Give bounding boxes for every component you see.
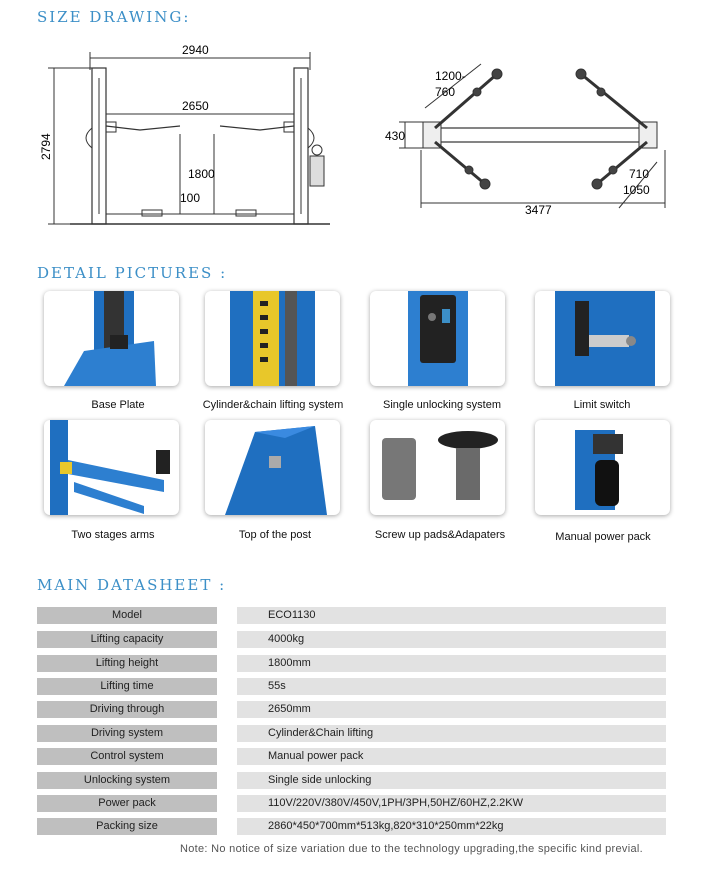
caption-base-plate: Base Plate — [91, 399, 145, 411]
top-view-drawing: 1200- 760 430 710 1050 3477 — [385, 63, 666, 217]
dim-overall-length: 3477 — [525, 203, 552, 217]
section-title-main-datasheet: MAIN DATASHEET : — [37, 576, 227, 594]
caption-single-unlocking: Single unlocking system — [382, 399, 501, 411]
limit-switch-illustration — [555, 291, 655, 386]
datasheet-label-unlocking-system: Unlocking system — [37, 772, 217, 789]
datasheet-value-lifting-time: 55s — [237, 678, 666, 695]
base-plate-illustration — [64, 291, 156, 386]
photo-cylinder-chain — [205, 291, 340, 386]
dim-arm-long-min: 760 — [435, 85, 455, 99]
photo-manual-power-pack — [535, 420, 670, 515]
photo-base-plate — [44, 291, 179, 386]
dim-width-inner: 2650 — [182, 99, 209, 113]
caption-limit-switch: Limit switch — [573, 399, 631, 411]
datasheet-value-driving-system: Cylinder&Chain lifting — [237, 725, 666, 742]
datasheet-label-driving-through: Driving through — [37, 701, 217, 718]
dim-arm-long: 1200- — [435, 69, 466, 83]
photo-limit-switch — [535, 291, 670, 386]
section-title-detail-pictures: DETAIL PICTURES : — [37, 264, 228, 282]
dim-arm-short-max: 1050 — [623, 183, 650, 197]
datasheet-value-unlocking-system: Single side unlocking — [237, 772, 666, 789]
section-title-size-drawing: SIZE DRAWING: — [37, 8, 191, 26]
caption-top-of-post: Top of the post — [238, 529, 312, 541]
photo-top-of-post — [205, 420, 340, 515]
dim-base-width: 430 — [385, 129, 405, 143]
footnote: Note: No notice of size variation due to… — [180, 843, 643, 855]
datasheet-value-driving-through: 2650mm — [237, 701, 666, 718]
datasheet-label-model: Model — [37, 607, 217, 624]
unlocking-illustration — [408, 291, 468, 386]
datasheet-value-lifting-height: 1800mm — [237, 655, 666, 672]
two-stage-arms-illustration — [50, 420, 170, 515]
power-pack-illustration — [575, 430, 623, 510]
caption-screw-up-pads: Screw up pads&Adapaters — [374, 529, 506, 541]
datasheet-value-model: ECO1130 — [237, 607, 666, 624]
datasheet-label-packing-size: Packing size — [37, 818, 217, 835]
photo-two-stage-arms — [44, 420, 179, 515]
datasheet-label-lifting-time: Lifting time — [37, 678, 217, 695]
cylinder-chain-illustration — [230, 291, 315, 386]
caption-two-stage-arms: Two stages arms — [71, 529, 155, 541]
datasheet-value-power-pack: 110V/220V/380V/450V,1PH/3PH,50HZ/60HZ,2.… — [237, 795, 666, 812]
photo-screw-up-pads — [370, 420, 505, 515]
dim-min-height: 100 — [180, 191, 200, 205]
caption-cylinder-chain: Cylinder&chain lifting system — [202, 399, 344, 411]
dim-height: 2794 — [39, 133, 53, 160]
datasheet-value-lifting-capacity: 4000kg — [237, 631, 666, 648]
datasheet-value-packing-size: 2860*450*700mm*513kg,820*310*250mm*22kg — [237, 818, 666, 835]
photo-single-unlocking — [370, 291, 505, 386]
datasheet-label-driving-system: Driving system — [37, 725, 217, 742]
screw-pads-illustration — [382, 431, 498, 500]
datasheet-label-lifting-capacity: Lifting capacity — [37, 631, 217, 648]
datasheet-value-control-system: Manual power pack — [237, 748, 666, 765]
front-elevation-drawing: 2940 2650 1800 100 2794 — [39, 43, 330, 225]
top-of-post-illustration — [225, 426, 327, 515]
dim-width-top: 2940 — [182, 43, 209, 57]
datasheet-label-control-system: Control system — [37, 748, 217, 765]
datasheet-label-lifting-height: Lifting height — [37, 655, 217, 672]
datasheet-label-power-pack: Power pack — [37, 795, 217, 812]
caption-manual-power-pack: Manual power pack — [555, 531, 651, 543]
dim-lift-height: 1800 — [188, 167, 215, 181]
dim-arm-short: 710 — [629, 167, 649, 181]
